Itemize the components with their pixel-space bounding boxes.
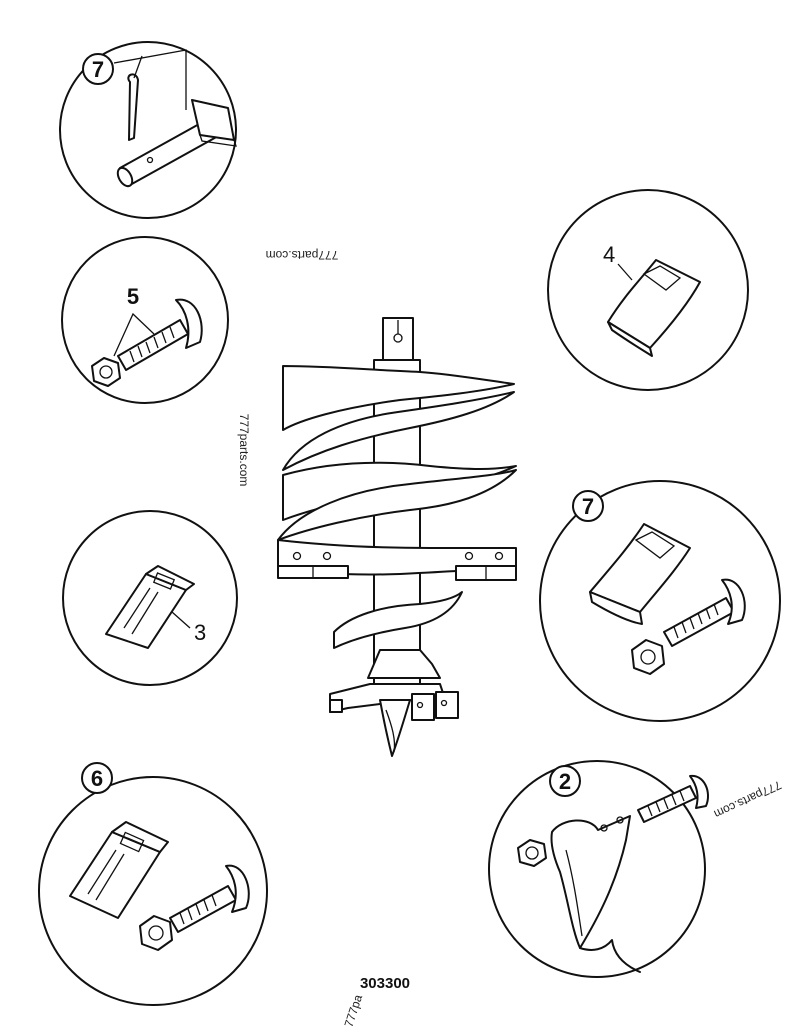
callout-2: 2 (559, 769, 571, 794)
callout-7-right: 7 (582, 494, 594, 519)
watermark-left: 777parts.com (237, 414, 251, 487)
watermark-bottom: 777pa (342, 993, 366, 1029)
callout-4: 4 (603, 242, 615, 267)
auger-assembly (277, 317, 517, 757)
detail-5-bolt-nut: 5 (61, 236, 229, 404)
detail-7-pin: 7 (59, 41, 237, 219)
detail-7-plate-bolt: 7 (539, 480, 781, 722)
detail-2-pilot: 2 (488, 760, 709, 978)
watermark-right: 777parts.com (712, 778, 784, 821)
callout-6: 6 (91, 766, 103, 791)
detail-6-tooth-bolt: 6 (38, 762, 268, 1006)
callout-3: 3 (194, 620, 206, 645)
callout-7-top: 7 (92, 57, 104, 82)
detail-4-wear-plate: 4 (547, 189, 749, 391)
drawing-number: 303300 (360, 975, 410, 992)
watermark-top: 777parts.com (266, 248, 339, 262)
callout-5: 5 (127, 284, 139, 309)
detail-3-tooth: 3 (62, 510, 238, 686)
